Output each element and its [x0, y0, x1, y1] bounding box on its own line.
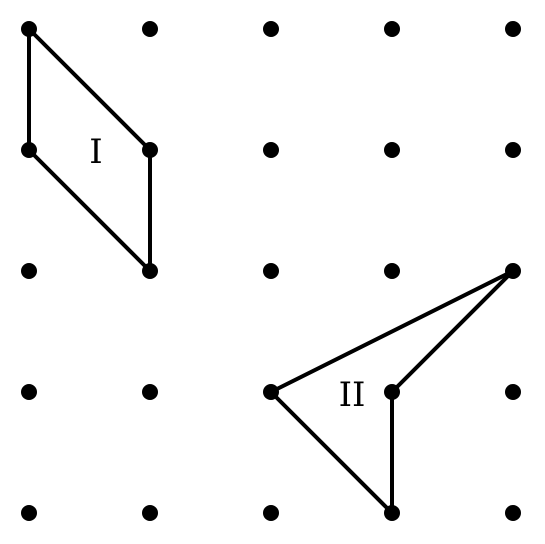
grid-dot-r2-c2 — [263, 263, 279, 279]
grid-dot-r3-c1 — [142, 384, 158, 400]
grid-dot-r1-c2 — [263, 142, 279, 158]
grid-dot-r2-c3 — [384, 263, 400, 279]
grid-dot-r0-c0 — [21, 21, 37, 37]
grid-dot-r0-c2 — [263, 21, 279, 37]
grid-dot-r3-c4 — [505, 384, 521, 400]
grid-dot-r4-c0 — [21, 505, 37, 521]
grid-dot-r0-c3 — [384, 21, 400, 37]
grid-dot-r4-c1 — [142, 505, 158, 521]
grid-dot-r3-c2 — [263, 384, 279, 400]
grid-dot-r3-c3 — [384, 384, 400, 400]
grid-dot-r2-c0 — [21, 263, 37, 279]
grid-dot-r3-c0 — [21, 384, 37, 400]
grid-dot-r0-c1 — [142, 21, 158, 37]
shape-label-ii: II — [339, 375, 366, 415]
grid-dot-r1-c3 — [384, 142, 400, 158]
grid-dot-r4-c4 — [505, 505, 521, 521]
grid-dot-r4-c2 — [263, 505, 279, 521]
grid-dot-r1-c1 — [142, 142, 158, 158]
grid-dot-r1-c0 — [21, 142, 37, 158]
grid-dot-r4-c3 — [384, 505, 400, 521]
grid-dot-r2-c1 — [142, 263, 158, 279]
grid-dot-r1-c4 — [505, 142, 521, 158]
shape-label-i: I — [89, 132, 102, 172]
dots-layer — [21, 21, 521, 521]
grid-dot-r2-c4 — [505, 263, 521, 279]
grid-dot-r0-c4 — [505, 21, 521, 37]
